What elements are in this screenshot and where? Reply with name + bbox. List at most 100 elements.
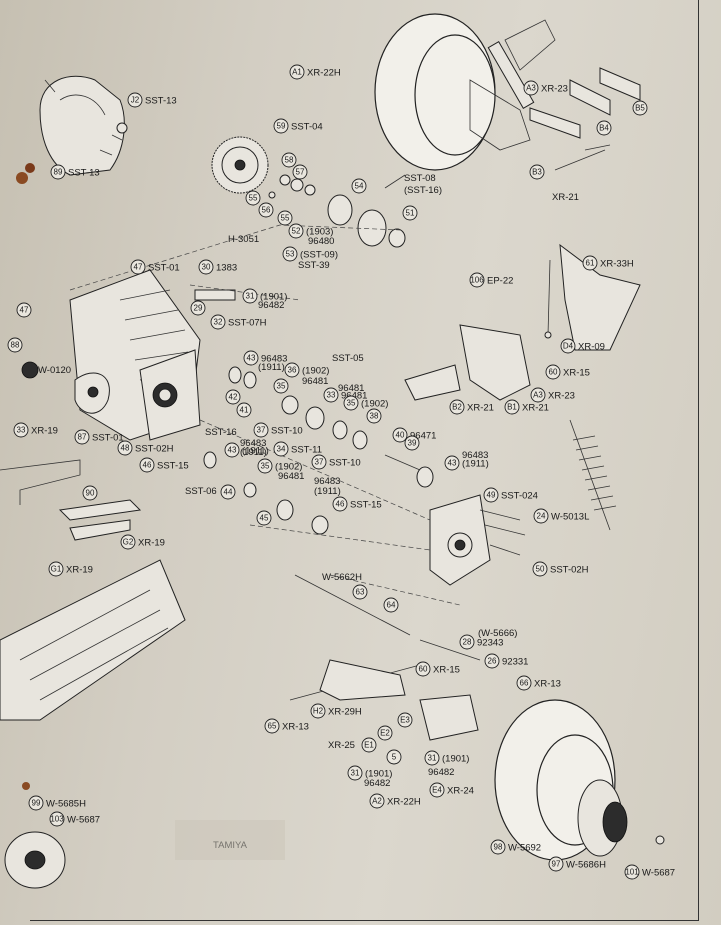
callout-number: 50 — [536, 565, 545, 574]
callout-number: 59 — [277, 122, 286, 131]
callout-number: B3 — [532, 168, 542, 177]
callout-55: 55 — [245, 190, 261, 206]
front-tire — [494, 699, 665, 861]
callout-circle — [377, 725, 393, 741]
callout-number: 87 — [78, 433, 87, 442]
callout-39: 39 — [404, 435, 420, 451]
callout-number: B2 — [452, 403, 462, 412]
callout-number: 88 — [11, 341, 20, 350]
callout-label: 92343 — [477, 638, 503, 649]
callout-circle — [343, 395, 359, 411]
callout-circle — [415, 661, 431, 677]
callout-circle — [632, 100, 648, 116]
stain — [22, 782, 30, 790]
callout-circle — [74, 429, 90, 445]
callout-label: XR-22H — [387, 797, 421, 808]
callout-label: SST-15 — [157, 461, 189, 472]
callout-88: 88 — [7, 337, 23, 353]
callout-label: (1911) — [242, 446, 269, 457]
callout-circle — [225, 389, 241, 405]
callout-circle — [120, 534, 136, 550]
gearbox-housing — [69, 269, 201, 441]
rear-tire-top — [374, 13, 556, 171]
callout-number: 39 — [408, 439, 417, 448]
callout-label: (1902) — [275, 462, 302, 473]
part-label-96482a: 96482 — [258, 300, 284, 311]
callout-41: 41 — [236, 402, 252, 418]
callout-label: W-5685H — [46, 799, 86, 810]
callout-64: 64 — [383, 597, 399, 613]
callout-circle — [82, 485, 98, 501]
stain — [16, 172, 28, 184]
callout-label: SST-02H — [135, 444, 174, 455]
callout-number: G1 — [51, 565, 62, 574]
part-label-96482c: 96482 — [428, 767, 454, 778]
gear-shaft-parts — [268, 174, 406, 248]
callout-circle — [351, 178, 367, 194]
callout-circle — [624, 864, 640, 880]
callout-circle — [310, 703, 326, 719]
callout-number: 106 — [470, 276, 484, 285]
callout-number: 44 — [224, 488, 233, 497]
callout-label: SST-10 — [271, 426, 303, 437]
part-label-1911a: (1911) — [258, 362, 285, 373]
callout-number: D4 — [563, 342, 574, 351]
callout-number: 46 — [143, 461, 152, 470]
callout-circle — [277, 210, 293, 226]
callout-number: 38 — [370, 412, 379, 421]
callout-circle — [560, 338, 576, 354]
callout-circle — [236, 402, 252, 418]
callout-number: 58 — [285, 156, 294, 165]
callout-circle — [256, 510, 272, 526]
part-label-h3051: H-3051 — [228, 234, 259, 245]
callout-circle — [361, 737, 377, 753]
callout-circle — [288, 223, 304, 239]
callout-circle — [444, 455, 460, 471]
callout-label: (SST-09) — [300, 250, 338, 261]
callout-label: SST-01 — [92, 433, 124, 444]
callout-31c: 31(1901) — [424, 750, 469, 766]
callout-circle — [483, 487, 499, 503]
callout-circle — [392, 427, 408, 443]
callout-35b: 35(1902) — [343, 395, 388, 411]
callout-circle — [7, 337, 23, 353]
callout-circle — [424, 750, 440, 766]
callout-circle — [490, 839, 506, 855]
callout-number: 51 — [406, 209, 415, 218]
callout-circle — [253, 422, 269, 438]
callout-label: XR-19 — [138, 538, 165, 549]
part-label-sst16b: SST-16 — [205, 427, 237, 438]
callout-label: 96481 — [341, 391, 367, 402]
callout-47b: 47 — [16, 302, 32, 318]
callout-circle — [516, 675, 532, 691]
callout-number: 29 — [194, 304, 203, 313]
callout-31b: 31(1901) — [347, 765, 392, 781]
part-label-sst06: SST-06 — [185, 486, 217, 497]
callout-label: XR-21 — [522, 403, 549, 414]
callout-57: 57 — [292, 164, 308, 180]
callout-number: J2 — [131, 96, 140, 105]
callout-circle — [402, 205, 418, 221]
callout-number: 26 — [488, 657, 497, 666]
callout-number: 24 — [537, 512, 546, 521]
part-label-1911e: (1911) — [314, 486, 341, 497]
part-label-w0120: W-0120 — [38, 365, 71, 376]
callout-circle — [243, 350, 259, 366]
callout-label: 1383 — [216, 263, 237, 274]
callout-number: 32 — [214, 318, 223, 327]
callout-label: W-5692 — [508, 843, 541, 854]
callout-number: 35 — [347, 399, 356, 408]
